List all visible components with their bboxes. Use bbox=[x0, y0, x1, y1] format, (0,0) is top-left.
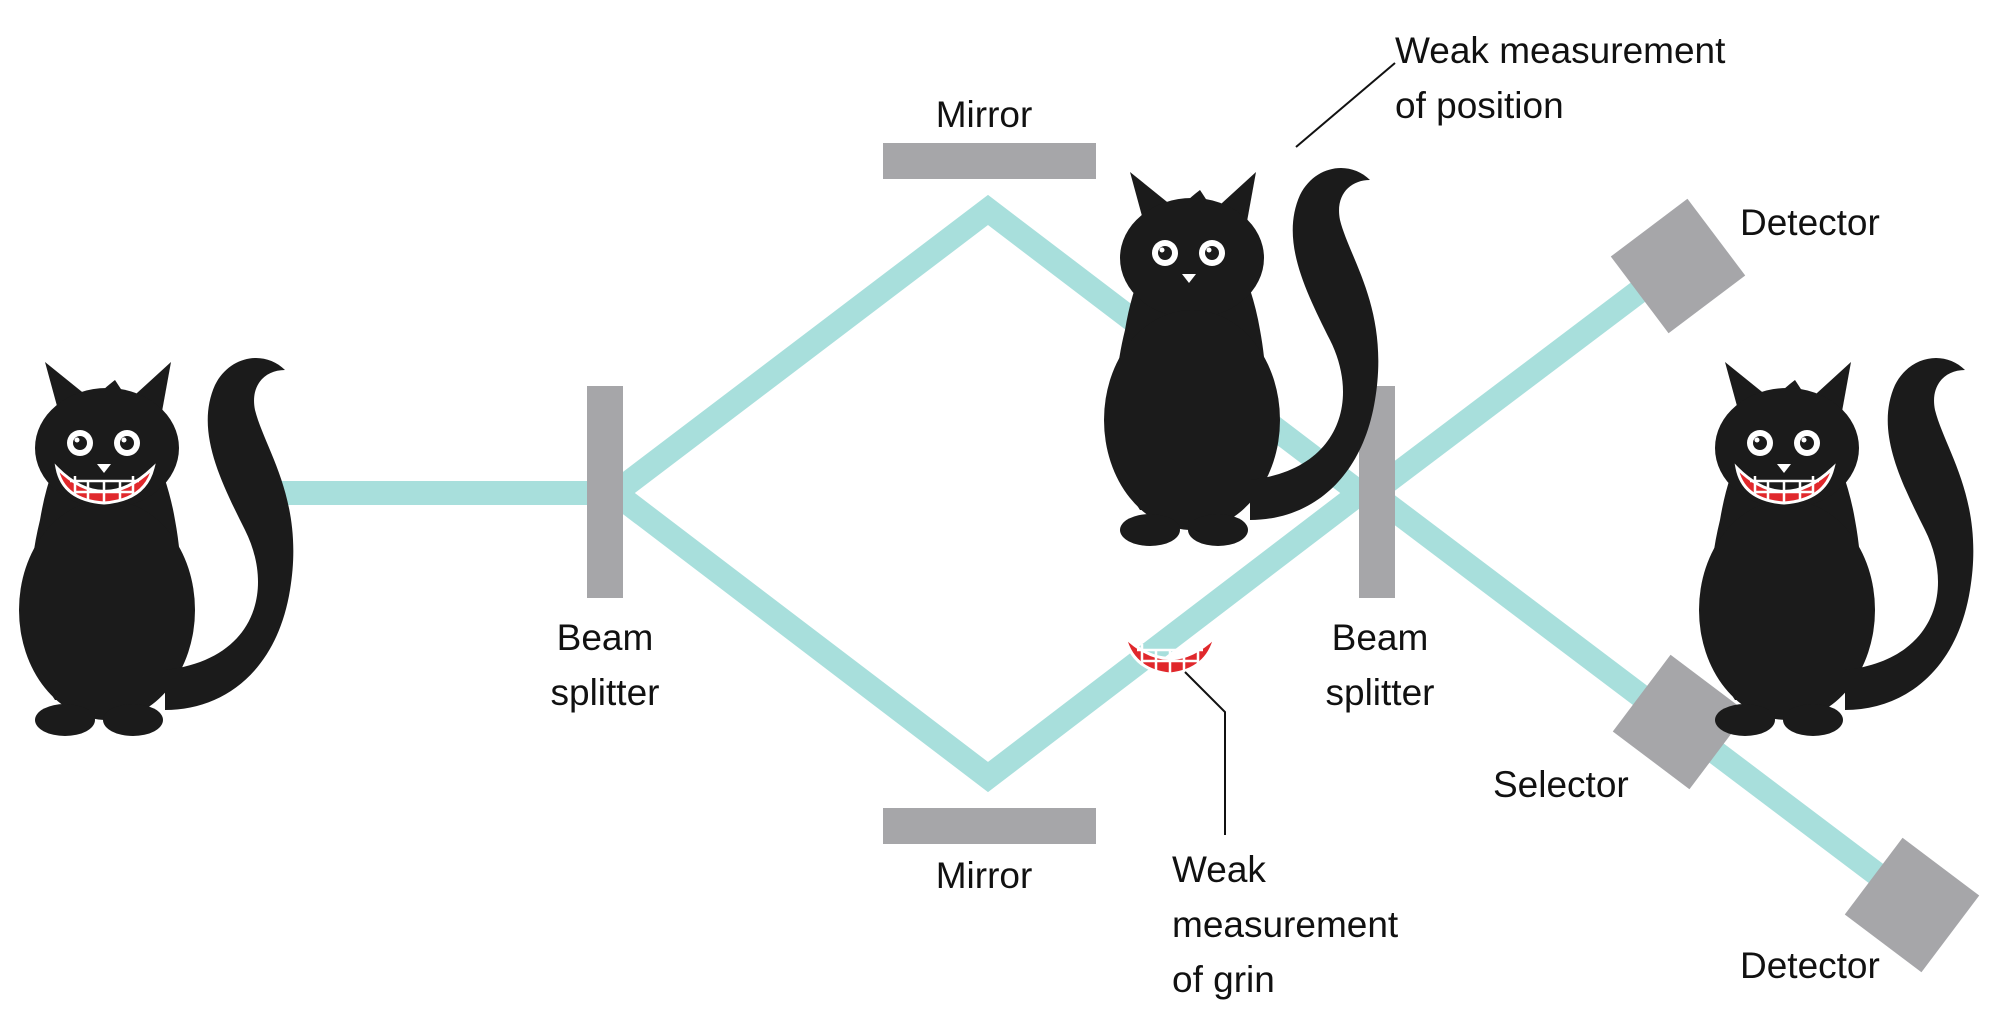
mirror-bottom-label: Mirror bbox=[936, 855, 1033, 896]
weak-position-label-line1: Weak measurement bbox=[1395, 30, 1726, 71]
selector bbox=[1612, 654, 1748, 790]
beam-splitter-right-label-line1: Beam bbox=[1332, 617, 1429, 658]
weak-position-callout-line bbox=[1295, 62, 1396, 148]
detector-bottom-label: Detector bbox=[1740, 945, 1880, 986]
beam-splitter-left-label-line1: Beam bbox=[557, 617, 654, 658]
weak-grin-label-line3: of grin bbox=[1172, 959, 1275, 1000]
detector-bottom bbox=[1844, 837, 1980, 973]
beam-splitter-right-label-line2: splitter bbox=[1326, 672, 1435, 713]
floating-grin-icon bbox=[1122, 632, 1218, 676]
lower-arm-beam bbox=[607, 483, 1368, 793]
mirror-bottom bbox=[883, 808, 1096, 844]
output-beam-top bbox=[1364, 258, 1678, 503]
detector-top bbox=[1610, 198, 1746, 334]
mirror-top bbox=[883, 143, 1096, 179]
weak-grin-callout-line bbox=[1184, 671, 1226, 835]
selector-label: Selector bbox=[1493, 764, 1629, 805]
weak-grin-label-line1: Weak bbox=[1172, 849, 1266, 890]
mirror-top-label: Mirror bbox=[936, 94, 1033, 135]
beam-splitter-left bbox=[587, 386, 623, 598]
beam-splitter-left-label-line2: splitter bbox=[551, 672, 660, 713]
cat-with-grin-icon-output bbox=[1699, 358, 1974, 736]
weak-grin-label-line2: measurement bbox=[1172, 904, 1399, 945]
cat-with-grin-icon bbox=[19, 358, 294, 736]
weak-position-label-line2: of position bbox=[1395, 85, 1564, 126]
detector-top-label: Detector bbox=[1740, 202, 1880, 243]
